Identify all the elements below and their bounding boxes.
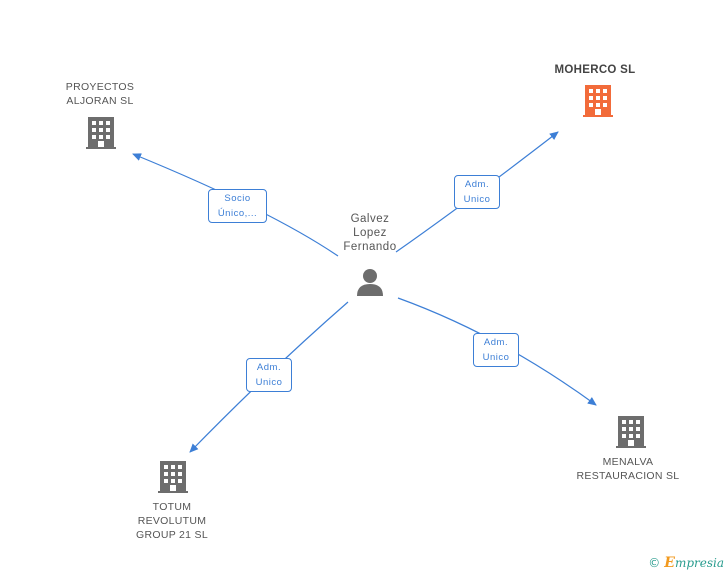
relation-label-moherco[interactable]: Adm. Unico: [454, 175, 500, 209]
company-label-totum[interactable]: TOTUM REVOLUTUM GROUP 21 SL: [136, 501, 208, 541]
company-label-menalva[interactable]: MENALVA RESTAURACION SL: [576, 456, 680, 482]
building-icon[interactable]: [616, 416, 646, 448]
company-label-moherco[interactable]: MOHERCO SL: [554, 64, 636, 76]
person-name[interactable]: Galvez Lopez Fernando: [343, 213, 397, 253]
building-icon[interactable]: [86, 117, 116, 149]
person-icon[interactable]: [357, 269, 383, 296]
brand-initial: E: [664, 555, 675, 571]
copyright-symbol: ©: [648, 556, 661, 570]
company-label-proyectos[interactable]: PROYECTOS ALJORAN SL: [65, 81, 135, 107]
brand-watermark[interactable]: ©Empresia: [648, 555, 724, 571]
relation-label-menalva[interactable]: Adm. Unico: [473, 333, 519, 367]
relation-label-proyectos[interactable]: Socio Único,...: [208, 189, 267, 223]
building-icon[interactable]: [158, 461, 188, 493]
building-icon[interactable]: [583, 85, 613, 117]
brand-name: mpresia: [674, 556, 724, 570]
relation-label-totum[interactable]: Adm. Unico: [246, 358, 292, 392]
